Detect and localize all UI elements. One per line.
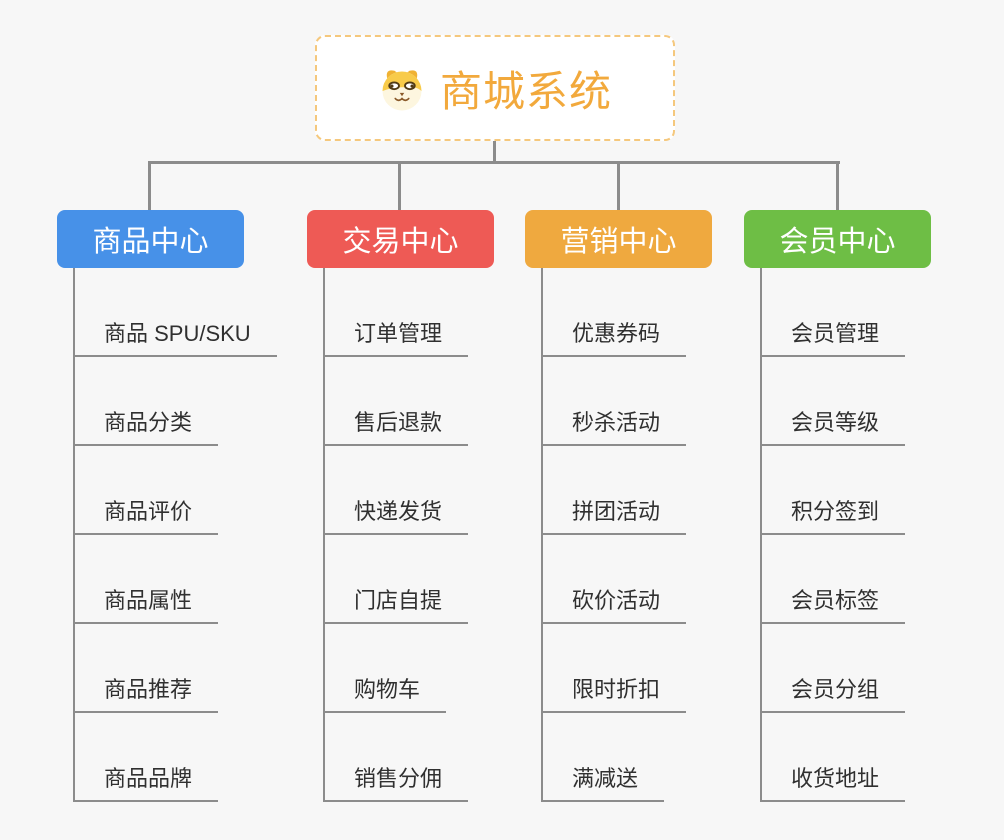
leaf-topic[interactable]: 商品 SPU/SKU xyxy=(73,311,277,357)
leaf-topic[interactable]: 售后退款 xyxy=(323,400,469,446)
leaf-topic[interactable]: 门店自提 xyxy=(323,578,469,624)
leaf-topic[interactable]: 商品评价 xyxy=(73,489,219,535)
branch-node-label: 营销中心 xyxy=(560,226,677,258)
connector-drop-trade-center xyxy=(398,161,401,211)
leaf-topic[interactable]: 积分签到 xyxy=(760,489,906,535)
branch-node-label: 商品中心 xyxy=(92,226,209,258)
leaf-topic[interactable]: 快递发货 xyxy=(323,489,469,535)
branch-trunk-line xyxy=(541,268,543,802)
leaf-topic[interactable]: 拼团活动 xyxy=(541,489,687,535)
leaf-topic[interactable]: 会员管理 xyxy=(760,311,906,357)
leaf-topic[interactable]: 秒杀活动 xyxy=(541,400,687,446)
leaf-topic[interactable]: 商品推荐 xyxy=(73,667,219,713)
connector-drop-marketing-center xyxy=(617,161,620,211)
branch-trunk-line xyxy=(760,268,762,802)
branch-node-label: 会员中心 xyxy=(779,226,896,258)
connector-horizontal-bar xyxy=(149,161,840,164)
leaf-topic[interactable]: 销售分佣 xyxy=(323,756,469,802)
leaf-topic[interactable]: 优惠券码 xyxy=(541,311,687,357)
leaf-topic[interactable]: 商品属性 xyxy=(73,578,219,624)
leaf-topic[interactable]: 商品品牌 xyxy=(73,756,219,802)
leaf-topic[interactable]: 会员分组 xyxy=(760,667,906,713)
leaf-topic[interactable]: 会员标签 xyxy=(760,578,906,624)
branch-trunk-line xyxy=(73,268,75,802)
leaf-topic[interactable]: 满减送 xyxy=(541,756,665,802)
leaf-topic[interactable]: 会员等级 xyxy=(760,400,906,446)
connector-root-trunk xyxy=(493,140,496,163)
branch-node-trade-center[interactable]: 交易中心 xyxy=(307,210,494,268)
root-topic[interactable]: 商城系统 xyxy=(315,35,675,141)
leaf-topic[interactable]: 收货地址 xyxy=(760,756,906,802)
branch-node-product-center[interactable]: 商品中心 xyxy=(57,210,244,268)
leaf-topic[interactable]: 砍价活动 xyxy=(541,578,687,624)
leaf-topic[interactable]: 限时折扣 xyxy=(541,667,687,713)
leaf-topic[interactable]: 订单管理 xyxy=(323,311,469,357)
connector-drop-product-center xyxy=(148,161,151,211)
leaf-topic[interactable]: 购物车 xyxy=(323,667,447,713)
branch-node-marketing-center[interactable]: 营销中心 xyxy=(525,210,712,268)
root-topic-label: 商城系统 xyxy=(439,67,612,115)
branch-node-member-center[interactable]: 会员中心 xyxy=(744,210,931,268)
branch-trunk-line xyxy=(323,268,325,802)
branch-node-label: 交易中心 xyxy=(342,226,459,258)
shiba-dog-icon xyxy=(378,64,426,112)
connector-drop-member-center xyxy=(836,161,839,211)
leaf-topic[interactable]: 商品分类 xyxy=(73,400,219,446)
